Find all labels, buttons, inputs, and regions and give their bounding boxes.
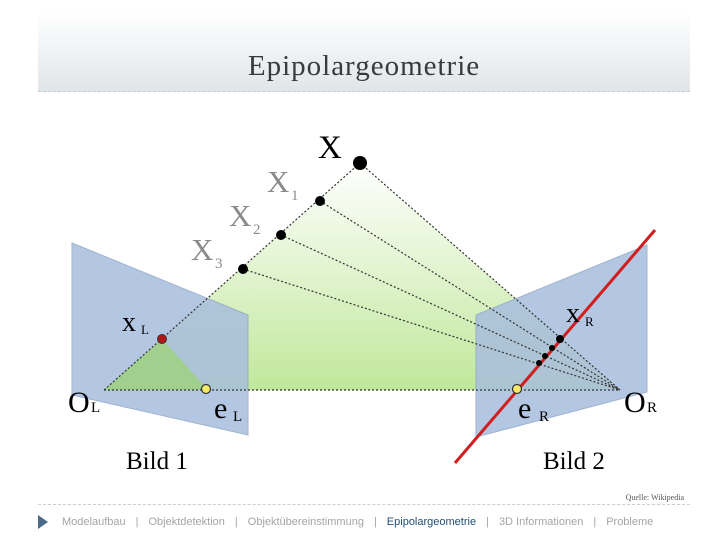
label-or: O — [624, 386, 646, 419]
footer-nav: Modelaufbau | Objektdetektion | Objektüb… — [38, 510, 698, 534]
label-ol: O — [68, 386, 90, 419]
label-x2: X — [229, 198, 251, 233]
label-er: e — [518, 392, 531, 425]
nav-item-epipolargeometrie[interactable]: Epipolargeometrie — [386, 516, 477, 528]
nav-separator: | — [234, 516, 238, 528]
point-xr — [556, 335, 564, 343]
label-xl: x — [122, 307, 136, 338]
epipolar-line — [453, 229, 657, 464]
epipolar-diagram: X X 1 X 2 X 3 x L x R O L O R e L e R Bi… — [68, 130, 657, 475]
nav-item-modelaufbau[interactable]: Modelaufbau — [62, 516, 126, 528]
footer-divider — [38, 504, 690, 505]
epipole-right — [511, 383, 523, 395]
label-x3-sub: 3 — [215, 256, 223, 272]
point-xr3 — [542, 353, 548, 359]
slide-title: Epipolargeometrie — [247, 50, 481, 82]
label-bild1: Bild 1 — [126, 448, 188, 475]
ray-right-x3 — [242, 268, 621, 391]
label-ol-sub: L — [91, 400, 100, 416]
title-divider — [38, 91, 690, 92]
source-credit: Quelle: Wikipedia — [625, 493, 684, 502]
point-x — [353, 156, 367, 170]
epipole-left — [200, 383, 212, 395]
point-x3 — [238, 264, 248, 274]
label-bild2: Bild 2 — [543, 448, 605, 475]
label-er-sub: R — [539, 409, 549, 425]
point-xr4 — [536, 360, 542, 366]
nav-separator: | — [486, 516, 489, 528]
nav-item-objektuebereinstimmung[interactable]: Objektübereinstimmung — [247, 516, 364, 528]
nav-arrow-icon[interactable] — [38, 515, 48, 529]
nav-separator: | — [373, 516, 377, 528]
nav-separator: | — [593, 516, 597, 528]
point-xl — [157, 334, 167, 344]
left-projection-triangle — [104, 339, 208, 390]
label-x3: X — [191, 232, 213, 267]
point-xr2 — [549, 345, 555, 351]
label-el-sub: L — [233, 409, 242, 425]
label-x1-sub: 1 — [291, 188, 299, 204]
title-band — [38, 12, 690, 92]
label-xr-sub: R — [585, 314, 594, 329]
label-xr: x — [566, 298, 580, 329]
label-x2-sub: 2 — [253, 222, 261, 238]
label-xl-sub: L — [141, 322, 149, 337]
point-x2 — [276, 230, 286, 240]
nav-separator: | — [135, 516, 139, 528]
ray-right-x1 — [319, 200, 621, 391]
label-x1: X — [267, 164, 289, 199]
label-x: X — [318, 130, 342, 166]
nav-item-objektdetektion[interactable]: Objektdetektion — [148, 516, 225, 528]
label-el: e — [214, 392, 227, 425]
ray-right-x — [359, 162, 621, 391]
nav-item-probleme[interactable]: Probleme — [606, 516, 654, 528]
label-or-sub: R — [647, 400, 657, 416]
nav-item-3d-informationen[interactable]: 3D Informationen — [498, 516, 584, 528]
point-x1 — [315, 196, 325, 206]
